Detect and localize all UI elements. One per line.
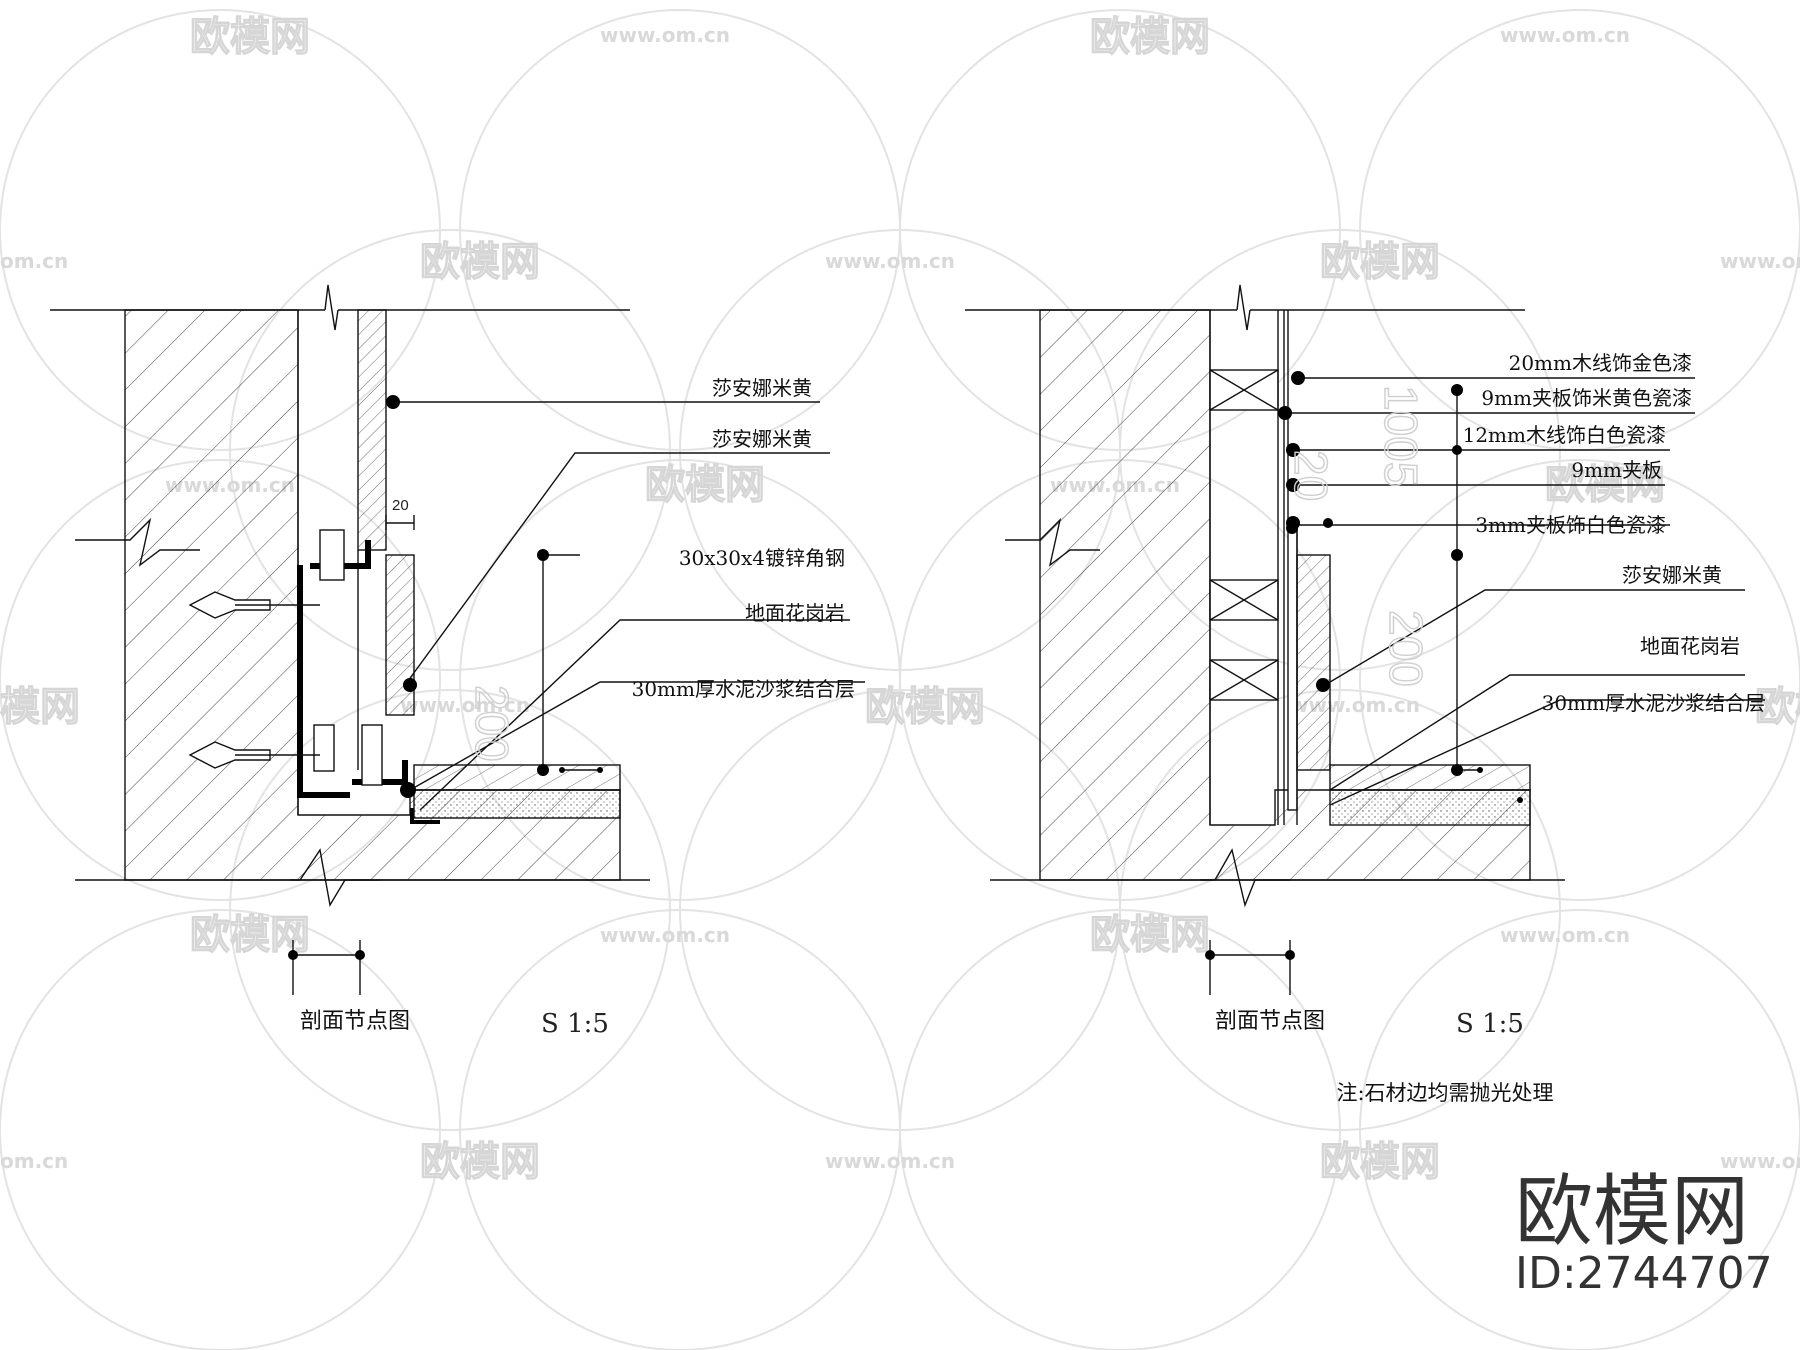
watermark-brand: 欧模网 (1090, 14, 1210, 60)
dimension-200: 200 (466, 685, 518, 762)
label-stone-cladding: 莎安娜米黄 (712, 376, 812, 400)
dimension-20: 20 (392, 497, 409, 514)
watermark-brand: 欧模网 (865, 684, 985, 730)
label-floor-granite: 地面花岗岩 (745, 601, 845, 625)
dimension-200: 200 (1380, 610, 1432, 687)
watermark-url: om.cn (0, 1149, 68, 1173)
watermark-brand: 欧模网 (420, 1139, 540, 1185)
watermark-brand: 欧模网 (190, 14, 310, 60)
watermark-url: www.om.cn (600, 923, 730, 947)
watermark-brand: 欧模网 (1755, 684, 1800, 730)
watermark-url: www.om.cn (1500, 923, 1630, 947)
label-plywood: 9mm夹板 (1571, 458, 1662, 482)
watermark-brand: 欧模网 (1090, 912, 1210, 958)
brand-id: ID:2744707 (1515, 1248, 1773, 1299)
watermark-brand: 欧模网 (1320, 239, 1440, 285)
watermark-logos: 欧模网 www.om.cn 欧模网 www.om.cn om.cn 欧模网 ww… (0, 13, 1800, 1185)
label-thin-plywood: 3mm夹板饰白色瓷漆 (1475, 513, 1666, 537)
watermark-brand: 欧模网 (1320, 1139, 1440, 1185)
label-white-trim: 12mm木线饰白色瓷漆 (1463, 423, 1666, 447)
left-leader-dots (288, 395, 603, 960)
right-drawing-scale: S 1:5 (1456, 1009, 1524, 1039)
watermark-url: www.om.cn (825, 249, 955, 273)
right-section-detail (965, 284, 1765, 995)
dimension-20: 20 (1285, 450, 1337, 501)
label-gold-trim: 20mm木线饰金色漆 (1509, 351, 1692, 375)
right-leader-dots (1205, 371, 1523, 960)
watermark-url: www.om.cn (1720, 1149, 1800, 1173)
label-floor-granite: 地面花岗岩 (1640, 634, 1740, 658)
left-drawing-title: 剖面节点图 (300, 1009, 410, 1034)
watermark-brand: 模网 (0, 684, 80, 730)
watermark-url: www.om.cn (1720, 249, 1800, 273)
label-stone-cladding-2: 莎安娜米黄 (712, 427, 812, 451)
watermark-url: om.cn (0, 249, 68, 273)
left-section-detail (50, 284, 865, 995)
watermark-url: www.om.cn (400, 693, 530, 717)
brand-name: 欧模网 (1515, 1167, 1749, 1257)
left-drawing-scale: S 1:5 (541, 1009, 609, 1039)
watermark-brand: 欧模网 (420, 239, 540, 285)
label-plywood-beige: 9mm夹板饰米黄色瓷漆 (1481, 386, 1692, 410)
right-drawing-title: 剖面节点图 (1215, 1009, 1325, 1034)
label-stone-cladding: 莎安娜米黄 (1622, 563, 1722, 587)
watermark-url: www.om.cn (1500, 23, 1630, 47)
watermark-url: www.om.cn (825, 1149, 955, 1173)
label-mortar-layer: 30mm厚水泥沙浆结合层 (632, 677, 855, 701)
dimension-1005: 1005 (1375, 385, 1427, 487)
watermark-circles (0, 9, 1800, 1350)
watermark-brand: 欧模网 (645, 462, 765, 508)
label-mortar-layer: 30mm厚水泥沙浆结合层 (1542, 691, 1765, 715)
drawing-note: 注:石材边均需抛光处理 (1336, 1081, 1553, 1105)
watermark-url: www.om.cn (600, 23, 730, 47)
label-steel-angle: 30x30x4镀锌角钢 (679, 546, 845, 570)
